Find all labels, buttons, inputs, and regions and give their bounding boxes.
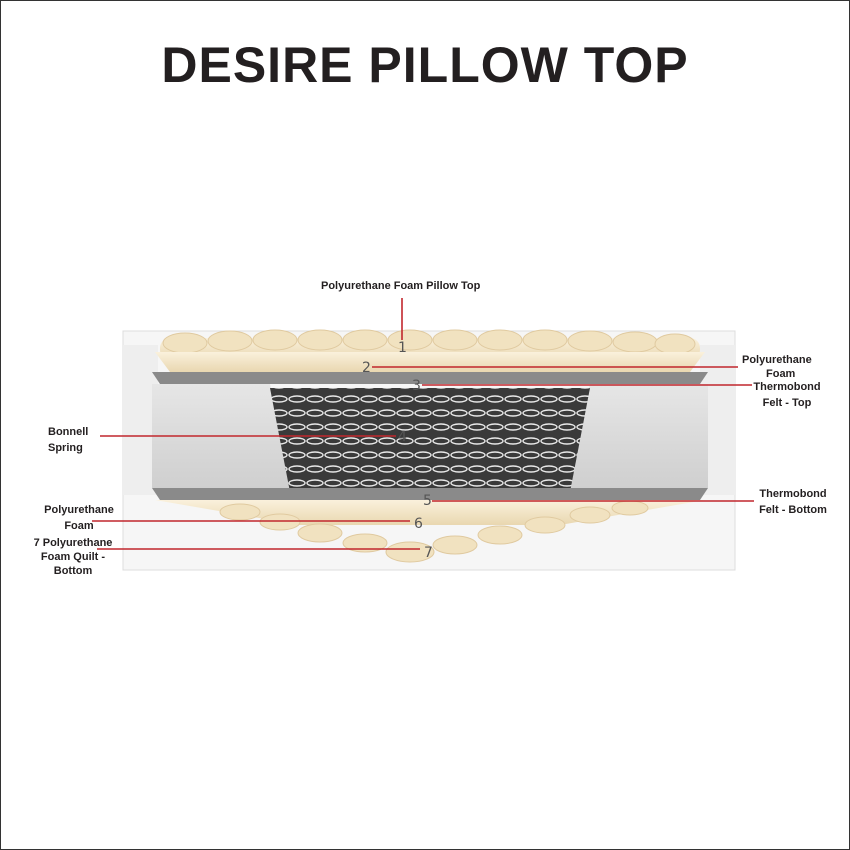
right-side-block [565, 384, 708, 488]
label-layer-7-line2: Foam Quilt - Bottom [40, 551, 106, 577]
label-layer-1: Polyurethane Foam Pillow Top [321, 279, 480, 293]
label-layer-2-line1: Polyurethane [742, 354, 812, 366]
bottom-quilt [219, 500, 649, 563]
label-layer-6: Polyurethane Foam [42, 503, 116, 533]
layer-number-7: 7 [424, 545, 433, 561]
label-layer-1-text: Polyurethane Foam Pillow Top [321, 280, 481, 292]
layer-number-1: 1 [398, 340, 407, 356]
label-layer-3-line1: Thermobond [753, 381, 821, 393]
label-layer-3: Thermobond Felt - Top [752, 380, 822, 410]
layer-number-6: 6 [414, 516, 423, 532]
bonnell-spring-unit [270, 388, 590, 492]
top-foam-layer [155, 352, 705, 372]
label-layer-6-line1: Polyurethane [44, 504, 114, 516]
layer-number-2: 2 [362, 360, 371, 376]
label-layer-6-line2: Foam [64, 520, 94, 532]
label-layer-7: 7 Polyurethane Foam Quilt - Bottom [22, 536, 124, 578]
page-title: DESIRE PILLOW TOP [161, 37, 689, 93]
layer-number-5: 5 [423, 493, 432, 509]
leader-lines [92, 298, 754, 550]
label-layer-5-line1: Thermobond [759, 488, 827, 500]
layer-number-3: 3 [412, 378, 421, 394]
top-felt-layer [152, 372, 708, 384]
label-layer-4-line2: Spring [48, 442, 83, 454]
bottom-felt-layer [152, 488, 708, 500]
layer-number-4: 4 [398, 429, 407, 445]
label-layer-4: Bonnell Spring [48, 425, 88, 455]
label-layer-3-line2: Felt - Top [762, 397, 812, 409]
label-layer-7-line1: 7 Polyurethane [33, 537, 113, 549]
label-layer-2: Polyurethane Foam [742, 353, 812, 381]
label-layer-5-line2: Felt - Bottom [759, 504, 827, 516]
label-layer-5: Thermobond Felt - Bottom [755, 487, 831, 517]
label-layer-2-line2: Foam [766, 368, 796, 380]
label-layer-4-line1: Bonnell [48, 426, 89, 438]
